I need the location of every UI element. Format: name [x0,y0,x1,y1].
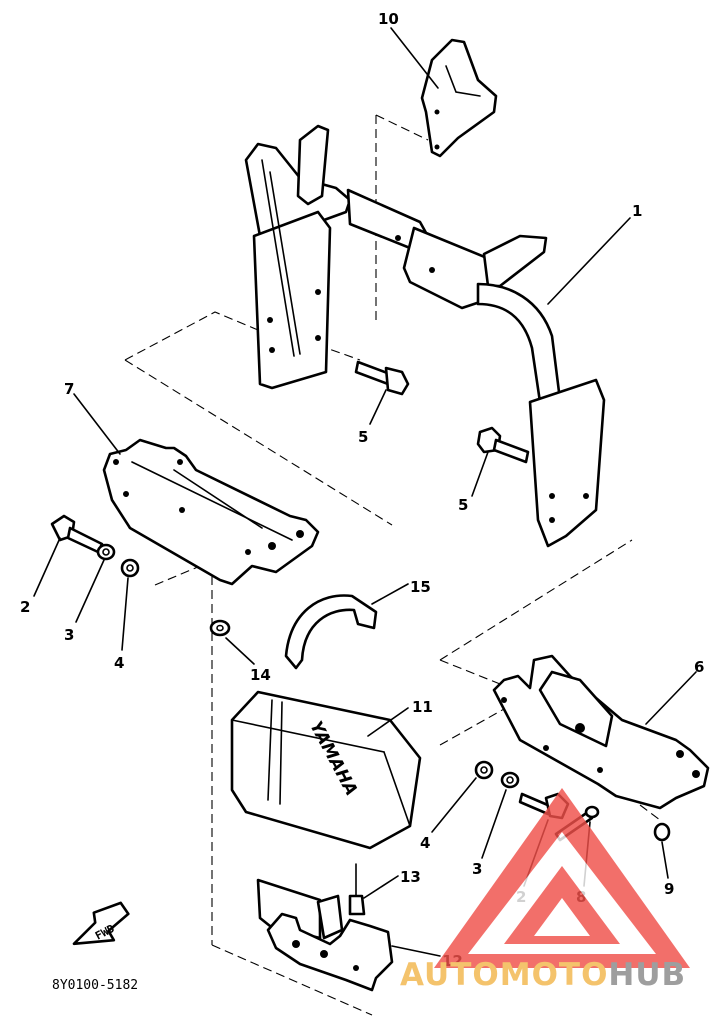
callout-13: 13 [400,868,421,886]
part-4-nut-right [474,760,494,780]
callout-14: 14 [250,666,271,684]
part-3-washer-left [96,543,116,561]
part-4-nut-left [120,558,140,578]
callout-6: 6 [694,658,704,676]
part-1-frame [244,124,606,548]
callout-10: 10 [378,10,399,28]
watermark-auto: AUTO [400,957,500,993]
part-11-box: YAMAHA [230,690,422,850]
callout-5-upper: 5 [358,428,368,446]
watermark-hub: HUB [608,957,686,993]
part-14-washer [209,619,231,637]
watermark-moto: MOTO [500,957,609,993]
part-code: 8Y0100-5182 [52,978,138,993]
svg-text:AUTOMOTOHUB: AUTOMOTOHUB [400,957,686,993]
part-5-bolt-upper [354,360,410,396]
part-10-bracket [420,38,498,158]
part-13-pin [348,863,366,916]
callout-7: 7 [64,380,74,398]
callout-4-left: 4 [114,654,124,672]
part-15-strap [284,594,378,670]
callout-1: 1 [632,202,642,220]
part-3-washer-right [500,771,520,789]
callout-15: 15 [410,578,431,596]
part-5-bolt-lower [476,426,530,464]
part-12-bottom-bracket [256,878,394,992]
callout-3-right: 3 [472,860,482,878]
forward-arrow-icon: FWD [72,901,130,946]
part-9-clip [653,822,671,842]
part-7-left-bracket [102,438,320,586]
part-2-bolt-left [50,514,104,554]
callout-5-lower: 5 [458,496,468,514]
callout-3-left: 3 [64,626,74,644]
callout-9: 9 [664,880,674,898]
callout-2-left: 2 [20,598,30,616]
part-6-right-bracket [492,654,710,810]
watermark-logo: AUTOMOTOHUB [400,788,690,993]
callout-4-right: 4 [420,834,430,852]
callout-11: 11 [412,698,433,716]
warning-triangle-icon [434,788,690,968]
